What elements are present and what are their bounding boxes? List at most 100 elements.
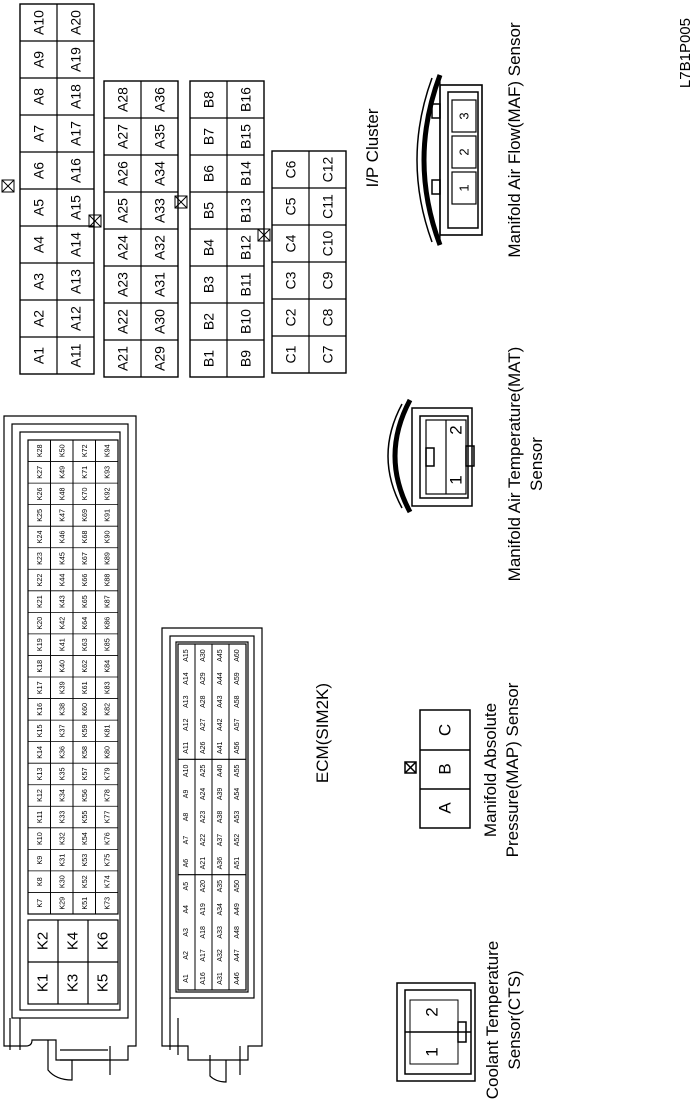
ecm-k-pin: K39 <box>57 681 66 694</box>
ecm-k-pin: K46 <box>57 531 66 544</box>
ecm-k-pin: K92 <box>102 487 111 500</box>
ip-cluster-pin: A4 <box>31 236 47 253</box>
ecm-a-pin: A12 <box>183 718 190 731</box>
ecm-k-pin: K28 <box>35 444 44 457</box>
ecm-a-pin: A44 <box>217 672 224 685</box>
ecm-a-pin: A6 <box>183 859 190 868</box>
mat-pin: 1 <box>447 475 466 484</box>
ip-cluster-pin: B2 <box>201 313 217 330</box>
ip-cluster-pin: A10 <box>31 10 47 35</box>
ecm-a-pin: A10 <box>183 765 190 778</box>
divider <box>88 214 102 228</box>
ecm-k-pin: K87 <box>102 595 111 608</box>
ecm-k-pin: K33 <box>57 811 66 824</box>
ecm-a-pin: A53 <box>234 811 241 824</box>
ip-cluster-pin: A8 <box>31 88 47 105</box>
ip-cluster-pin: C8 <box>320 308 336 326</box>
ecm-k-pin: K49 <box>57 466 66 479</box>
ip-cluster-pin: A27 <box>115 124 131 149</box>
ecm-a-pin: A57 <box>234 718 241 731</box>
ecm-k-pin: K61 <box>80 681 89 694</box>
ip-cluster-pin: A20 <box>68 10 84 35</box>
ecm-a-pin: A8 <box>183 813 190 822</box>
ip-cluster-pin: A14 <box>68 232 84 257</box>
ip-cluster-pin: A23 <box>115 272 131 297</box>
ecm-k-pin: K26 <box>35 487 44 500</box>
ecm-k-pin: K69 <box>80 509 89 522</box>
ecm-a-pin: A29 <box>200 672 207 685</box>
ip-cluster-pin: A21 <box>115 346 131 371</box>
pin-cell <box>451 99 477 133</box>
mat-sensor-connector <box>387 398 475 514</box>
ecm-a-connector <box>161 627 263 1083</box>
ip-cluster-pin: C6 <box>283 160 299 178</box>
ip-cluster-pin: A9 <box>31 51 47 68</box>
ecm-k-pin: K35 <box>57 768 66 781</box>
ip-cluster-pin: B8 <box>201 91 217 108</box>
divider <box>1 179 15 193</box>
ecm-k-pin: K62 <box>80 660 89 673</box>
ecm-a-pin: A39 <box>217 788 224 801</box>
ip-cluster-pin: C5 <box>283 197 299 215</box>
maf-pin: 1 <box>457 184 472 191</box>
ip-cluster-pin: B7 <box>201 128 217 145</box>
ecm-k-pin: K10 <box>35 832 44 845</box>
ip-cluster-pin: C7 <box>320 345 336 363</box>
ecm-k-pin: K66 <box>80 574 89 587</box>
ip-cluster-pin: A15 <box>68 195 84 220</box>
ip-cluster-pin: A34 <box>152 161 168 186</box>
ecm-k-pin: K88 <box>102 574 111 587</box>
ecm-k-pin: K12 <box>35 789 44 802</box>
ip-cluster-pin: B13 <box>238 198 254 223</box>
ecm-a-pin: A26 <box>200 741 207 754</box>
ecm-a-pin: A17 <box>200 949 207 962</box>
figure-code: L7B1P005 <box>677 18 694 88</box>
ip-cluster-pin: C10 <box>320 230 336 256</box>
ecm-k-pin: K13 <box>35 768 44 781</box>
ecm-k-pin: K80 <box>102 746 111 759</box>
ecm-a-pin: A9 <box>183 790 190 799</box>
map-label-line1: Manifold Absolute <box>481 703 500 837</box>
pin-labels: A10A9A8A7A6A5A4A3A2A1A20A19A18A17A16A15A… <box>31 10 472 1057</box>
maf-label: Manifold Air Flow(MAF) Sensor <box>505 22 524 258</box>
ip-cluster-pin: A13 <box>68 269 84 294</box>
ecm-k-pin: K25 <box>35 509 44 522</box>
ecm-k-pin: K1 <box>35 974 52 992</box>
ecm-k-pin: K58 <box>80 746 89 759</box>
ecm-k-pin: K68 <box>80 531 89 544</box>
ecm-k-pin: K34 <box>57 789 66 802</box>
ip-cluster-label: I/P Cluster <box>363 108 382 187</box>
ip-cluster-pin: A28 <box>115 87 131 112</box>
pin-cell <box>451 171 477 205</box>
ip-cluster-pin: A32 <box>152 235 168 260</box>
ecm-a-pin: A23 <box>200 811 207 824</box>
cts-label-line1: Coolant Temperature <box>483 941 502 1099</box>
ecm-a-pin: A47 <box>234 949 241 962</box>
ecm-a-pin: A21 <box>200 857 207 870</box>
ecm-k-pin: K59 <box>80 724 89 737</box>
ecm-k-pin: K52 <box>80 875 89 888</box>
ecm-k-pin: K57 <box>80 768 89 781</box>
ip-cluster-pin: A6 <box>31 162 47 179</box>
ip-cluster-pin: A12 <box>68 306 84 331</box>
ecm-label: ECM(SIM2K) <box>313 683 332 783</box>
map-pin: B <box>436 763 455 774</box>
ecm-a-pin: A42 <box>217 718 224 731</box>
ecm-k-pin: K2 <box>35 932 52 950</box>
ecm-k-pin: K77 <box>102 811 111 824</box>
cts-label-line2: Sensor(CTS) <box>505 970 524 1069</box>
ecm-k-pin: K81 <box>102 724 111 737</box>
mat-label-line1: Manifold Air Temperature(MAT) <box>505 347 524 582</box>
ip-cluster-pin: A33 <box>152 198 168 223</box>
ecm-a-pin: A41 <box>217 741 224 754</box>
pin-cell <box>1 179 15 193</box>
ip-cluster-pin: A2 <box>31 310 47 327</box>
maf-sensor-connector <box>416 74 483 246</box>
ecm-k-pin: K65 <box>80 595 89 608</box>
ecm-a-pin: A43 <box>217 695 224 708</box>
ecm-a-pin: A60 <box>234 649 241 662</box>
ecm-k-pin: K9 <box>35 856 44 865</box>
ip-cluster-pin: C2 <box>283 308 299 326</box>
maf-pin: 2 <box>457 148 472 155</box>
ecm-a-pin: A27 <box>200 718 207 731</box>
